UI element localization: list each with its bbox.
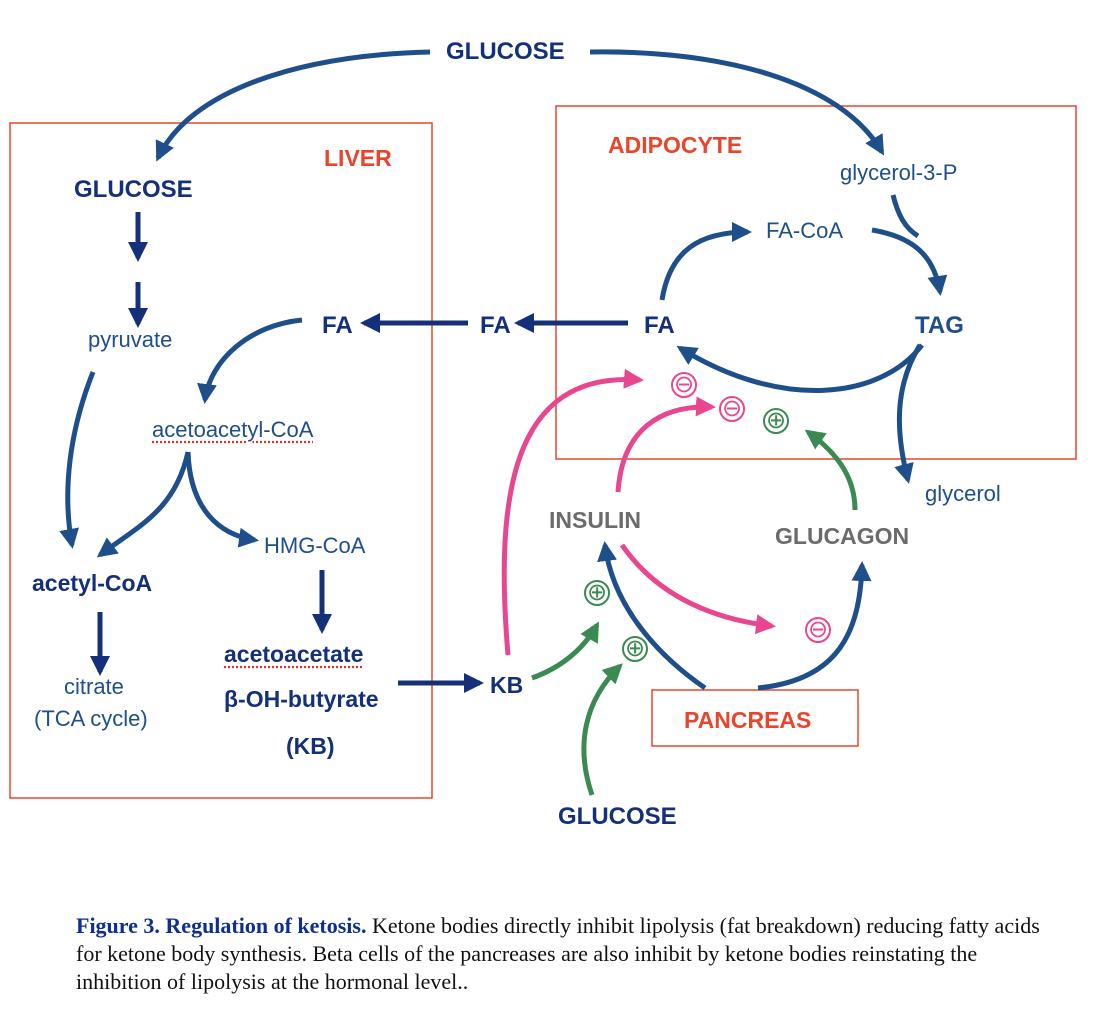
kb-liver-label: (KB) xyxy=(286,733,335,759)
arrow-fa-to-acetoacetylcoa xyxy=(197,317,303,404)
stimulate-sign-glucose-insulin: ⊕ xyxy=(622,636,648,662)
hmg-coa-label: HMG-CoA xyxy=(264,533,366,558)
beta-oh-butyrate-label: β-OH-butyrate xyxy=(224,686,379,712)
acetyl-coa-label: acetyl-CoA xyxy=(32,570,153,596)
fa-coa-label: FA-CoA xyxy=(766,218,844,243)
arrow-tag-to-fa xyxy=(676,343,924,394)
inhibit-sign-glucagon: ⊖ xyxy=(805,617,831,643)
glycerol-3-p-label: glycerol-3-P xyxy=(840,160,958,185)
stimulate-sign-glucagon: ⊕ xyxy=(763,408,789,434)
arrow-fa-to-facoa xyxy=(659,222,752,301)
insulin-label: INSULIN xyxy=(549,507,641,533)
pyruvate-label: pyruvate xyxy=(88,327,173,352)
fa-liver-label: FA xyxy=(322,312,353,339)
acetoacetyl-coa-label: acetoacetyl-CoA xyxy=(152,417,314,442)
adipocyte-title: ADIPOCYTE xyxy=(608,132,743,158)
glucose-bottom-label: GLUCOSE xyxy=(558,803,677,830)
glycerol-label: glycerol xyxy=(925,481,1001,506)
arrow-tag-to-glycerol xyxy=(894,343,923,484)
tag-label: TAG xyxy=(915,312,964,339)
tca-cycle-label: (TCA cycle) xyxy=(34,706,148,731)
arrow-glycerol3p-join xyxy=(890,194,920,239)
stimulate-sign-kb-insulin: ⊕ xyxy=(584,580,610,606)
fa-adipocyte-label: FA xyxy=(644,312,675,339)
adipocyte-box xyxy=(555,105,1077,460)
fa-mid-label: FA xyxy=(480,312,511,339)
arrow-kb-inhibits-lipolysis xyxy=(501,368,644,656)
arrow-insulin-inhibits-glucagon xyxy=(619,543,776,635)
arrow-acetoacetylcoa-to-acetylcoa xyxy=(96,451,191,558)
liver-box xyxy=(9,122,433,799)
figure-caption: Figure 3. Regulation of ketosis. Ketone … xyxy=(76,912,1056,996)
pancreas-label: PANCREAS xyxy=(684,707,812,733)
arrow-glucose-to-liver xyxy=(155,49,431,162)
glucagon-label: GLUCAGON xyxy=(775,523,910,549)
arrow-kb-stimulates-insulin xyxy=(531,621,600,681)
liver-title: LIVER xyxy=(324,145,392,171)
arrow-pancreas-to-glucagon xyxy=(757,561,872,691)
arrow-facoa-to-tag xyxy=(871,227,948,296)
kb-label: KB xyxy=(490,672,524,698)
arrow-acetoacetylcoa-to-hmgcoa xyxy=(185,451,259,548)
arrow-glucose-to-glycerol3p xyxy=(589,49,885,156)
arrow-glucagon-stimulates-lipolysis xyxy=(804,429,858,511)
citrate-label: citrate xyxy=(64,674,124,699)
arrow-pyruvate-to-acetylcoa xyxy=(59,371,96,549)
inhibit-sign-insulin: ⊖ xyxy=(719,396,745,422)
inhibit-sign-kb: ⊖ xyxy=(671,372,697,398)
pancreas-box xyxy=(651,689,859,747)
caption-title: Figure 3. Regulation of ketosis. xyxy=(76,913,367,938)
liver-glucose-label: GLUCOSE xyxy=(74,176,193,203)
arrow-pancreas-to-insulin xyxy=(597,541,707,691)
arrow-glucose-stimulates-insulin xyxy=(581,663,623,796)
arrow-insulin-inhibits-lipolysis xyxy=(615,396,716,493)
glucose-top-label: GLUCOSE xyxy=(446,38,565,65)
caption-text: Ketone bodies directly inhibit lipolysis… xyxy=(76,913,1040,994)
acetoacetate-label: acetoacetate xyxy=(224,641,364,667)
